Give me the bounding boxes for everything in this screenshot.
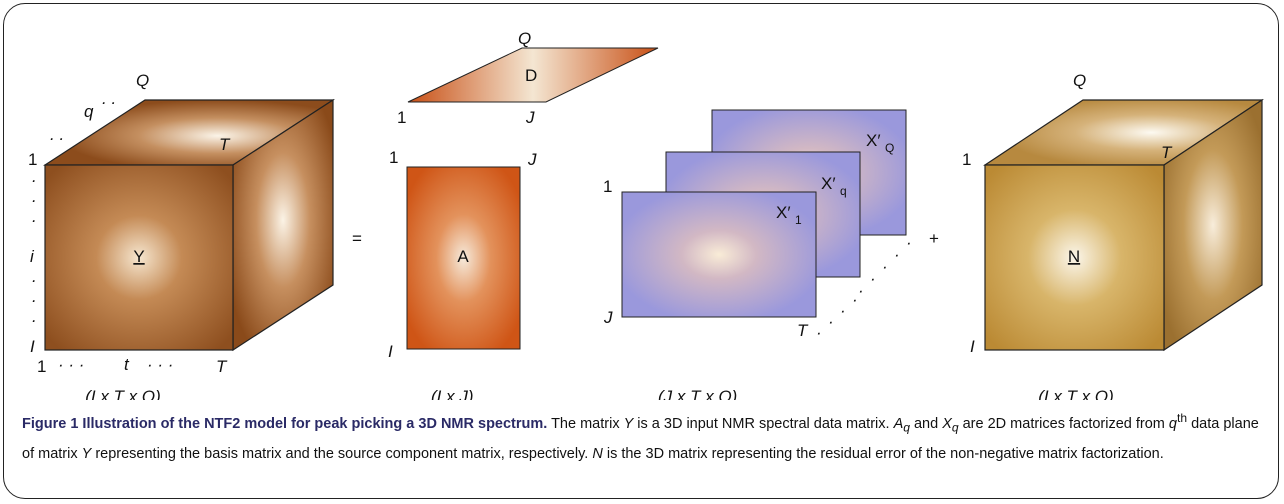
caption-text-7: is the 3D matrix representing the residu… [602,445,1164,462]
stack-x-dots-1: · [858,281,864,300]
tensor-y-bottom-1: 1 [37,357,46,376]
stack-x-dim-label: (J x T x Q) [658,387,737,400]
caption-th: th [1177,411,1188,425]
caption-text-5: data plane of matrix [22,415,1259,462]
matrix-d-label: D [525,66,537,85]
tensor-y-side-i: i [30,247,35,266]
caption-sub-q1: q [903,420,910,435]
tensor-y-top-dots-2: . . [102,89,116,108]
stack-x-dots-5: · [906,233,912,252]
stack-x-one-label: 1 [603,177,612,196]
tensor-y-corner-1: 1 [28,150,37,169]
tensor-y-left-dots-3: . [32,207,37,226]
tensor-n-i-label: I [970,337,975,356]
caption-var-q: q [1168,415,1177,432]
stack-x-dots-6: · [816,323,822,342]
tensor-y-top-T: T [219,135,231,154]
caption-text-2: is a 3D input NMR spectral data matrix. [633,415,894,432]
tensor-y-left-dots-1: . [32,167,37,186]
caption-var-y2: Y [81,445,92,462]
stack-x-dots-2: · [870,269,876,288]
tensor-n-label: N [1068,247,1080,266]
tensor-y-bottom-dots-1: · · · [58,355,84,374]
caption-var-n: N [592,445,603,462]
stack-x-t-label: T [797,321,809,340]
tensor-y-top-q: q [84,102,94,121]
stack-x-dots-4: · [894,245,900,264]
tensor-y-bottom-dots-2: · · · [147,355,173,374]
caption-text-6: representing the basis matrix and the so… [91,445,593,462]
ntf2-diagram: Y . . q . . Q T 1 . . . i . . . I 1 · · … [28,29,1264,400]
tensor-y-side-I: I [30,337,35,356]
tensor-y-left-dots-2: . [32,187,37,206]
tensor-y-front-face [44,164,234,351]
matrix-d: D Q 1 J [397,29,659,127]
plane-x1-sub: 1 [795,213,802,227]
stack-x-dots-7: · [828,312,834,331]
figure-caption: Figure 1 Illustration of the NTF2 model … [22,405,1267,467]
tensor-y-bottom-T: T [216,357,228,376]
tensor-y-top-dots-1: . . [50,125,64,144]
tensor-n-t-label: T [1161,143,1173,162]
tensor-y-bottom-t: t [124,355,130,374]
matrix-a-label: A [457,247,469,266]
caption-text-1: The matrix [547,415,624,432]
tensor-n: N Q T 1 I (I x T x Q) [962,71,1264,400]
caption-sub-q2: q [951,420,959,435]
caption-var-x: X [942,415,952,432]
tensor-y-label: Y [133,247,144,266]
plane-xq-sub: q [840,184,847,198]
matrix-a-one-label: 1 [389,148,398,167]
tensor-n-one-label: 1 [962,150,971,169]
equals-sign: = [352,229,362,248]
tensor-n-dim-label: (I x T x Q) [1038,387,1114,400]
tensor-n-q-label: Q [1073,71,1086,90]
stack-x-dots-9: · [852,290,858,309]
matrix-d-one-label: 1 [397,108,406,127]
caption-var-a: A [893,415,904,432]
stack-x-j-label: J [603,308,613,327]
tensor-y: Y . . q . . Q T 1 . . . i . . . I 1 · · … [28,71,336,400]
plane-xQ-label: X′ [866,131,881,150]
tensor-y-left-dots-5: . [32,287,37,306]
tensor-y-dim-label: (I x T x Q) [85,387,161,400]
tensor-n-front-face [984,164,1165,351]
matrix-a: A 1 J I (I x J) [388,148,537,400]
tensor-y-top-Q: Q [136,71,149,90]
plane-x1 [621,191,817,318]
plane-xq-label: X′ [821,174,836,193]
matrix-d-j-label: J [525,108,535,127]
stack-x: X′ Q X′ q X′ 1 · · · · · · · · · 1 J T (… [603,109,912,400]
stack-x-dots-3: · [882,257,888,276]
caption-var-y: Y [623,415,634,432]
plane-xQ-sub: Q [885,141,894,155]
caption-text-3: and [909,415,943,432]
tensor-y-left-dots-6: . [32,307,37,326]
plane-x1-label: X′ [776,203,791,222]
matrix-a-dim-label: (I x J) [431,387,474,400]
stack-x-dots-8: · [840,301,846,320]
matrix-a-j-label: J [527,150,537,169]
tensor-y-left-dots-4: . [32,267,37,286]
matrix-d-plane [407,47,659,103]
caption-title: Figure 1 Illustration of the NTF2 model … [22,415,548,432]
matrix-a-rect [406,166,521,350]
plus-sign: + [929,229,939,248]
matrix-d-q-label: Q [518,29,531,48]
matrix-a-i-label: I [388,342,393,361]
caption-text-4: are 2D matrices factorized from [958,415,1169,432]
